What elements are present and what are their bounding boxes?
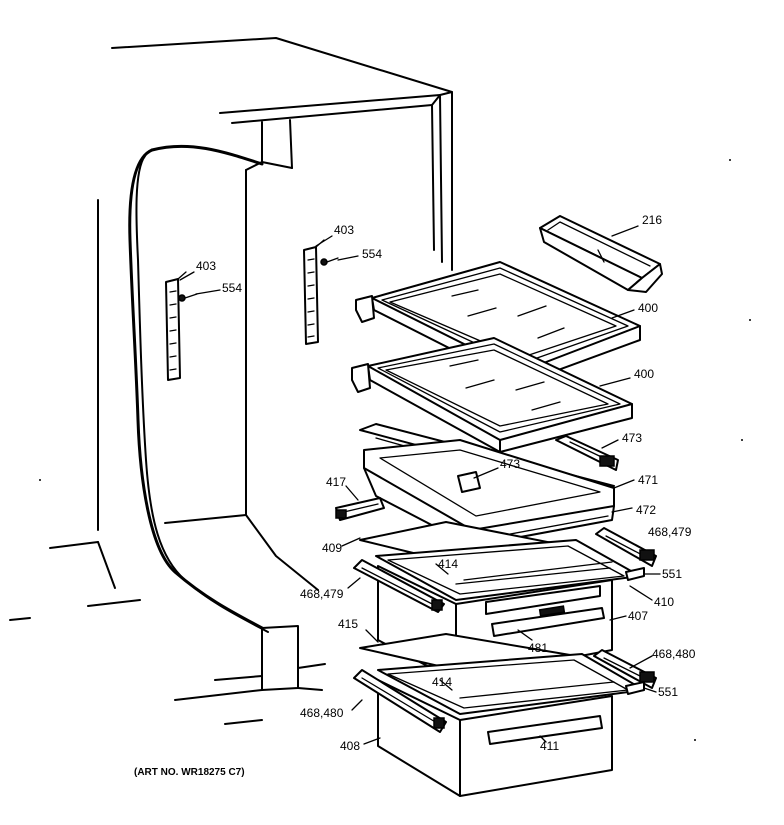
shelf-ladder-right bbox=[303, 239, 325, 345]
label-472: 472 bbox=[636, 503, 656, 517]
label-417: 417 bbox=[326, 475, 346, 489]
label-468-479-right: 468,479 bbox=[648, 525, 692, 539]
door-gasket bbox=[128, 144, 269, 633]
label-551-lower: 551 bbox=[658, 685, 678, 699]
label-410: 410 bbox=[654, 595, 674, 609]
label-403-right: 403 bbox=[334, 223, 354, 237]
label-554-right: 554 bbox=[362, 247, 382, 261]
clip-551-lower bbox=[625, 681, 645, 695]
label-468-480-right: 468,480 bbox=[652, 647, 696, 661]
label-400-top: 400 bbox=[638, 301, 658, 315]
slide-rail-right-468-480 bbox=[593, 649, 657, 689]
clip-551-upper bbox=[625, 567, 645, 581]
label-403-left: 403 bbox=[196, 259, 216, 273]
label-415: 415 bbox=[338, 617, 358, 631]
label-471: 471 bbox=[638, 473, 658, 487]
label-414-upper: 414 bbox=[438, 557, 458, 571]
label-473-upper: 473 bbox=[622, 431, 642, 445]
leader-lines bbox=[179, 225, 661, 745]
slide-rail-left-417 bbox=[335, 497, 385, 521]
label-468-479-left: 468,479 bbox=[300, 587, 344, 601]
cabinet bbox=[9, 37, 453, 725]
dairy-bin bbox=[539, 215, 663, 293]
label-408: 408 bbox=[340, 739, 360, 753]
slide-rail-right-upper bbox=[555, 435, 619, 471]
slide-rail-left-468-479 bbox=[353, 559, 445, 613]
label-407: 407 bbox=[628, 609, 648, 623]
label-473-lower: 473 bbox=[500, 457, 520, 471]
label-216: 216 bbox=[642, 213, 662, 227]
screw-right bbox=[320, 257, 339, 266]
slide-rail-right-468-479 bbox=[595, 527, 657, 567]
label-481: 481 bbox=[528, 641, 548, 655]
shelf-ladder-left bbox=[165, 271, 187, 381]
crisper-drawer-lower bbox=[377, 679, 613, 797]
label-400-second: 400 bbox=[634, 367, 654, 381]
label-414-lower: 414 bbox=[432, 675, 452, 689]
glass-shelf-second bbox=[351, 337, 633, 453]
art-number: (ART NO. WR18275 C7) bbox=[134, 767, 245, 778]
part-labels: 216 403 554 403 554 400 400 473 473 471 … bbox=[196, 213, 696, 753]
registration-dots bbox=[39, 159, 751, 741]
label-411: 411 bbox=[540, 739, 559, 753]
label-468-480-left: 468,480 bbox=[300, 706, 344, 720]
label-409: 409 bbox=[322, 541, 342, 555]
label-554-left: 554 bbox=[222, 281, 242, 295]
slide-rail-left-468-480 bbox=[353, 669, 447, 733]
label-551-upper: 551 bbox=[662, 567, 682, 581]
screw-left bbox=[178, 293, 198, 302]
